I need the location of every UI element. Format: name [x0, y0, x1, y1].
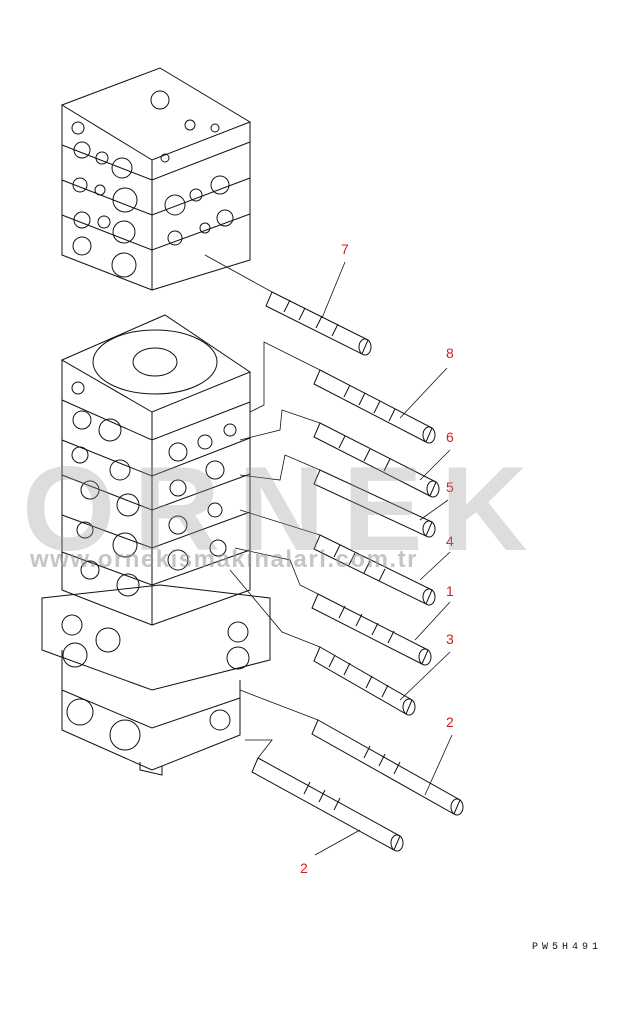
part-label-5: 5 [446, 479, 454, 495]
spool-7 [265, 291, 372, 356]
part-label-4: 4 [446, 533, 454, 549]
spool-2-upper [311, 719, 464, 816]
spool-4 [313, 534, 436, 606]
spool-8 [313, 369, 436, 444]
watermark-brand: ORNEK [22, 442, 546, 576]
upper-valve-block [60, 67, 252, 291]
part-label-6: 6 [446, 429, 454, 445]
spool-2-lower [251, 757, 404, 852]
part-label-2-upper: 2 [446, 714, 454, 730]
part-label-8: 8 [446, 345, 454, 361]
spool-1 [311, 593, 432, 666]
part-label-1: 1 [446, 583, 454, 599]
part-label-2-lower: 2 [300, 860, 308, 876]
watermark-url: www.ornekismakinalari.com.tr [30, 546, 418, 573]
part-label-3: 3 [446, 631, 454, 647]
spool-3 [313, 646, 416, 716]
drawing-code: PW5H491 [532, 942, 603, 953]
spools [251, 291, 464, 852]
connector-lines [204, 254, 453, 856]
spool-6 [313, 422, 440, 498]
lower-valve-stack [41, 314, 271, 776]
part-label-7: 7 [341, 241, 349, 257]
spool-5 [313, 469, 436, 538]
